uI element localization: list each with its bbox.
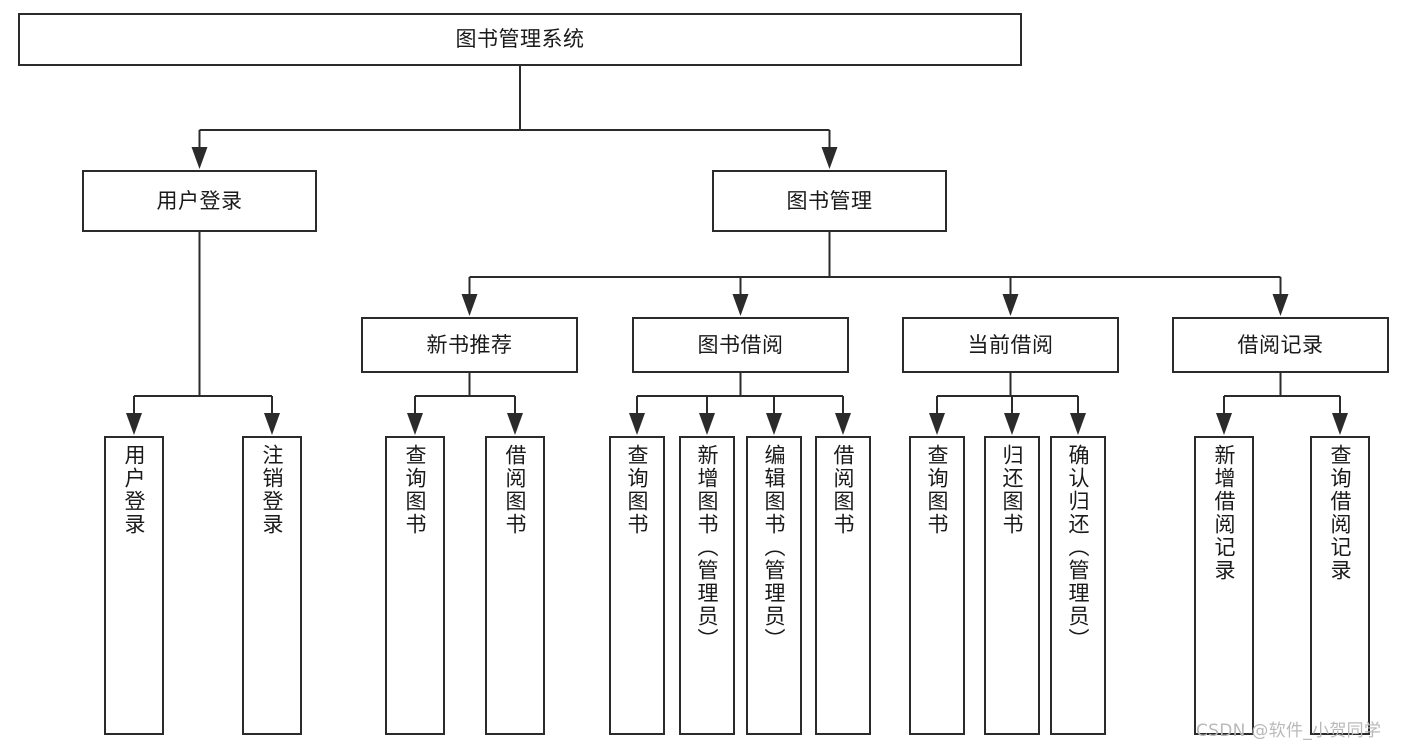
node-label: 借阅记录	[1237, 332, 1324, 357]
node-leaf-query3[interactable]: 查询图书	[909, 436, 965, 735]
node-leaf-addbook[interactable]: 新增图书（管理员）	[679, 436, 735, 735]
node-leaf-editbook[interactable]: 编辑图书（管理员）	[746, 436, 802, 735]
node-label: 借阅图书	[831, 444, 856, 536]
node-label: 确认归还（管理员）	[1066, 444, 1091, 651]
node-bookmgmt[interactable]: 图书管理	[712, 170, 947, 232]
node-label: 注销登录	[260, 444, 285, 536]
node-records[interactable]: 借阅记录	[1172, 317, 1389, 373]
csdn-watermark: CSDN @软件_小贺同学	[1196, 721, 1382, 741]
node-label: 查询图书	[403, 444, 428, 536]
node-label: 新书推荐	[426, 332, 513, 357]
node-leaf-confirm[interactable]: 确认归还（管理员）	[1050, 436, 1106, 735]
node-borrow[interactable]: 图书借阅	[632, 317, 849, 373]
node-leaf-return[interactable]: 归还图书	[984, 436, 1040, 735]
node-label: 查询图书	[925, 444, 950, 536]
node-leaf-query1[interactable]: 查询图书	[385, 436, 445, 735]
node-label: 查询借阅记录	[1328, 444, 1353, 582]
node-leaf-logout[interactable]: 注销登录	[242, 436, 302, 735]
node-label: 归还图书	[1000, 444, 1025, 536]
node-label: 图书借阅	[697, 332, 784, 357]
node-leaf-borrow2[interactable]: 借阅图书	[815, 436, 871, 735]
node-label: 用户登录	[122, 444, 147, 536]
node-leaf-query2[interactable]: 查询图书	[609, 436, 665, 735]
node-label: 图书管理系统	[455, 27, 585, 52]
node-label: 用户登录	[156, 188, 243, 213]
node-label: 图书管理	[786, 188, 873, 213]
node-newbook[interactable]: 新书推荐	[361, 317, 578, 373]
node-label: 新增图书（管理员）	[695, 444, 720, 651]
node-label: 编辑图书（管理员）	[762, 444, 787, 651]
node-leaf-queryrec[interactable]: 查询借阅记录	[1310, 436, 1370, 735]
node-label: 当前借阅	[967, 332, 1054, 357]
node-leaf-login[interactable]: 用户登录	[104, 436, 164, 735]
node-label: 新增借阅记录	[1212, 444, 1237, 582]
node-current[interactable]: 当前借阅	[902, 317, 1119, 373]
node-label: 查询图书	[625, 444, 650, 536]
node-login[interactable]: 用户登录	[82, 170, 317, 232]
node-leaf-borrow1[interactable]: 借阅图书	[485, 436, 545, 735]
node-label: 借阅图书	[503, 444, 528, 536]
node-leaf-addrec[interactable]: 新增借阅记录	[1194, 436, 1254, 735]
node-root[interactable]: 图书管理系统	[18, 13, 1022, 66]
